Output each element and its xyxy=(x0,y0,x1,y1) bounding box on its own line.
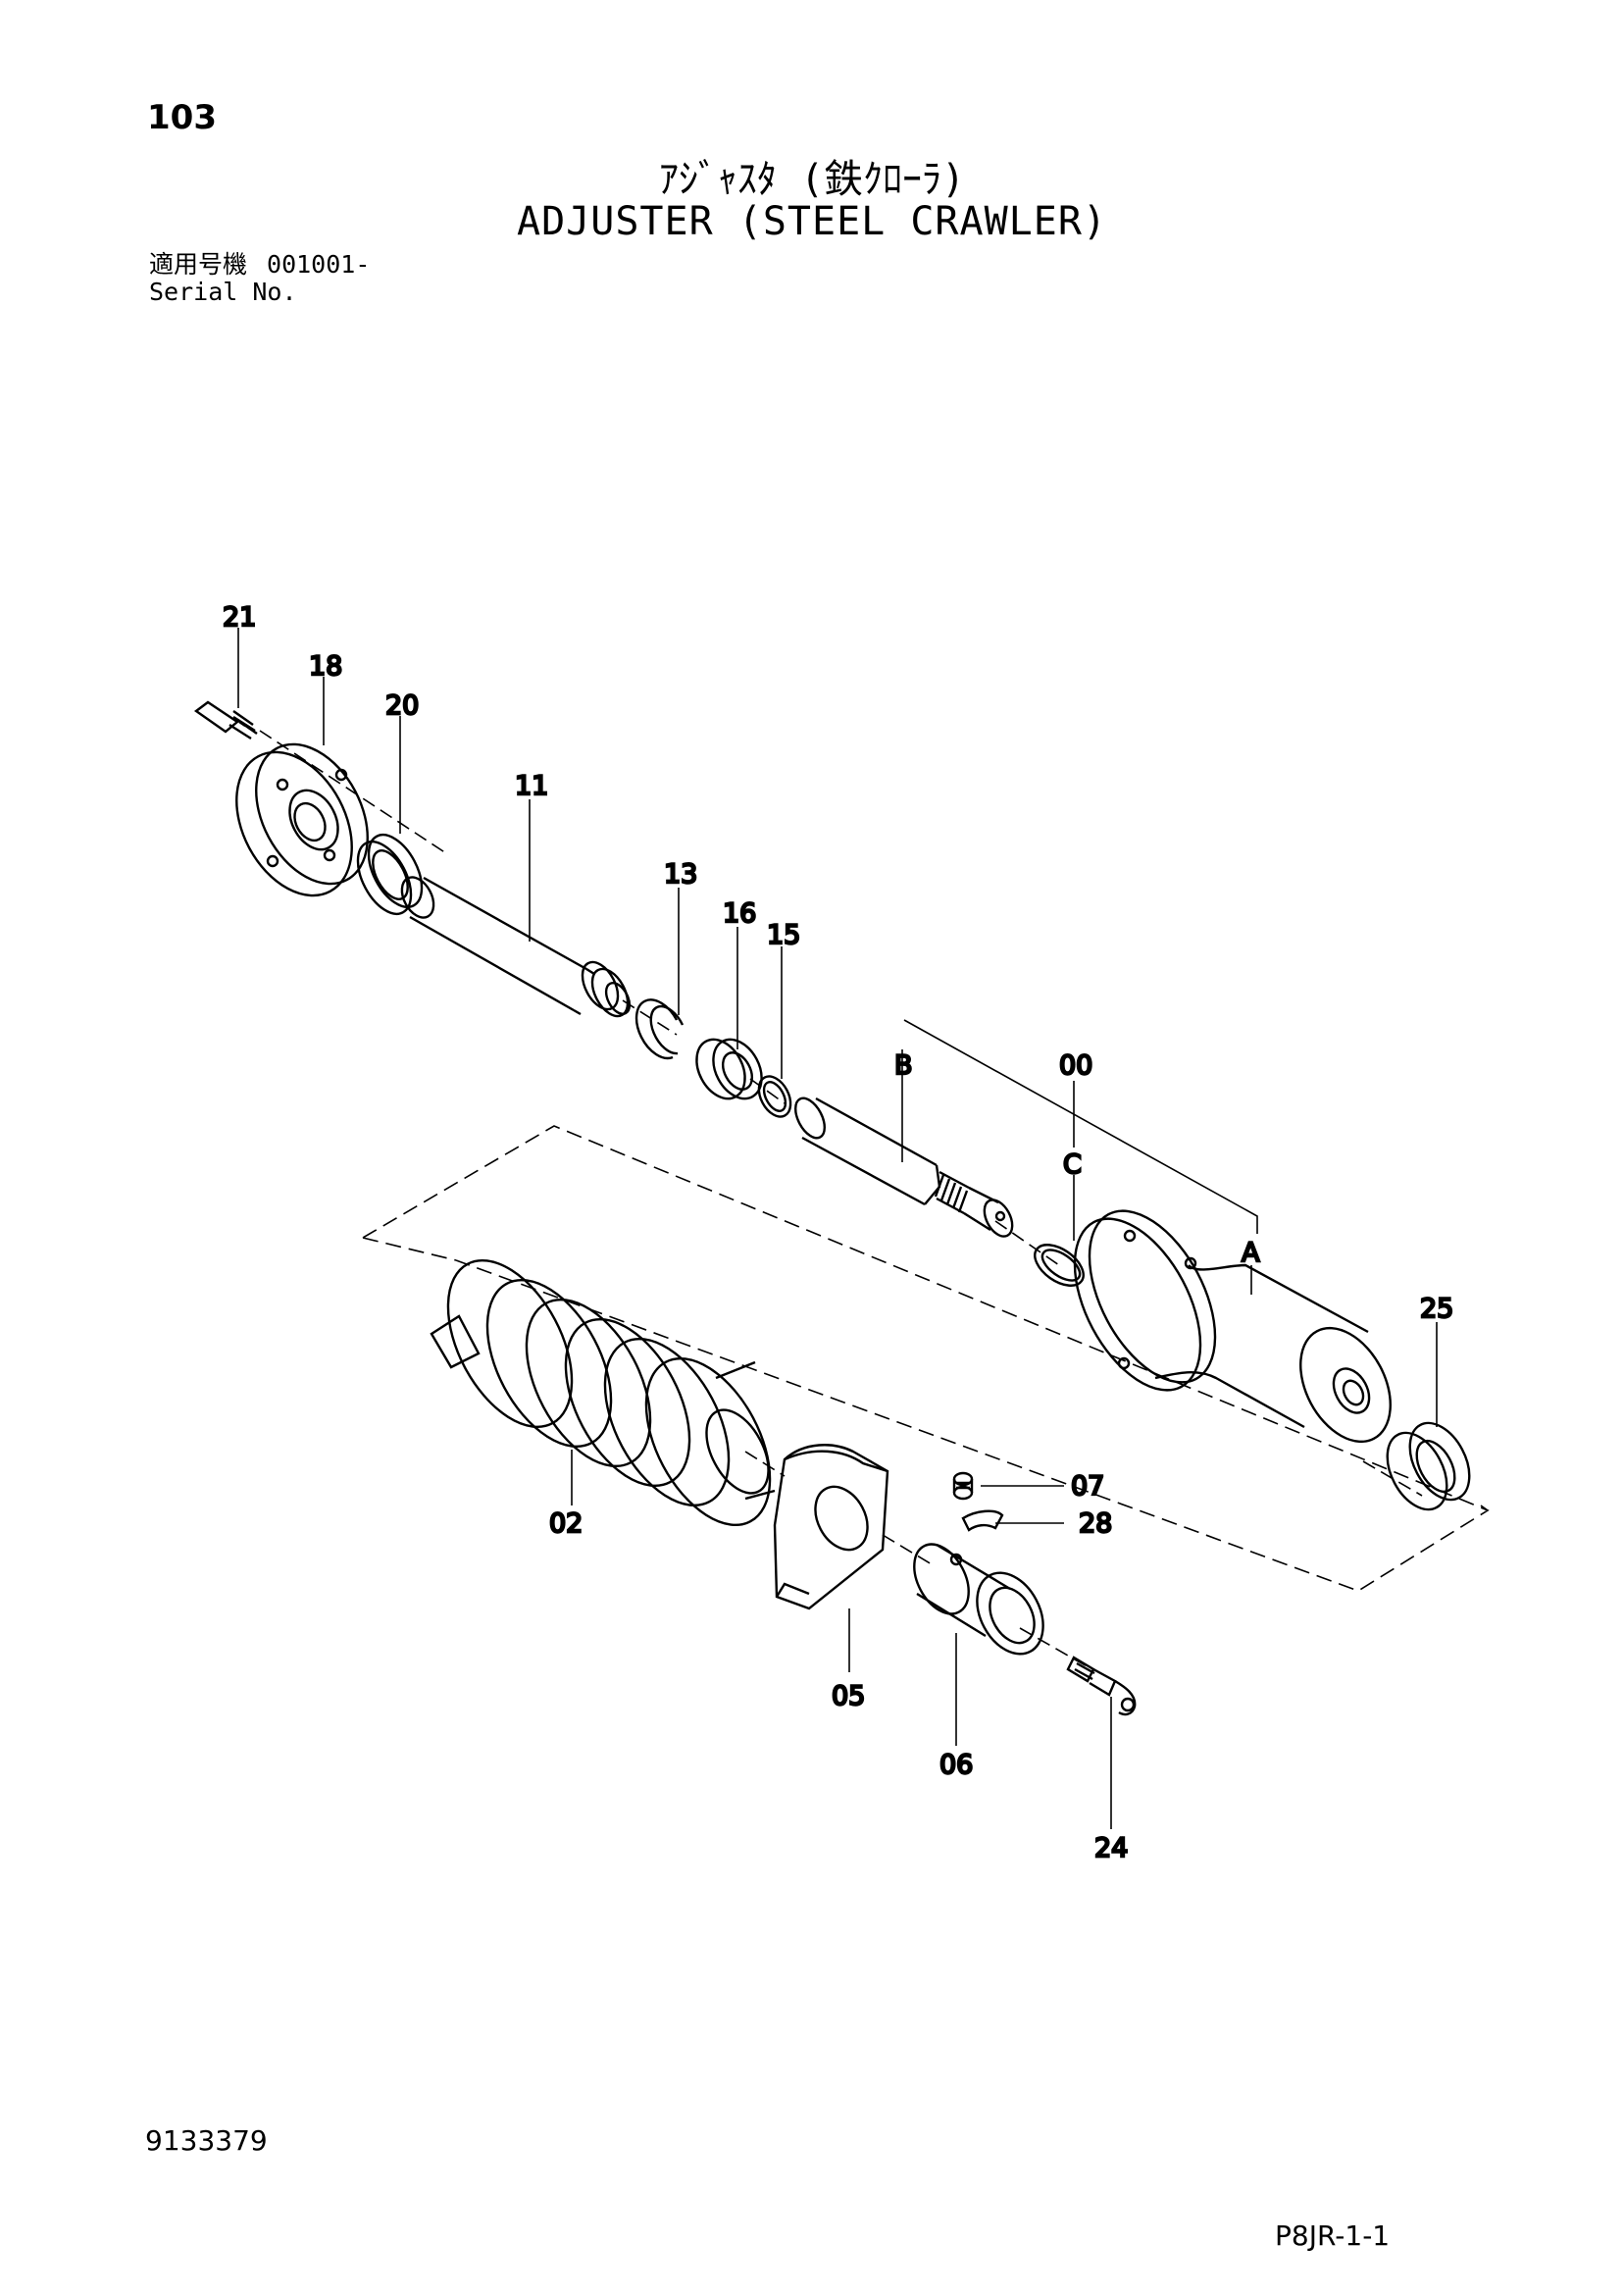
callout-B: B xyxy=(894,1050,913,1081)
page-number: 103 xyxy=(147,98,217,137)
title-japanese: ｱｼﾞｬｽﾀ (鉄ｸﾛｰﾗ) xyxy=(658,157,966,202)
serial-label-jp: 適用号機 xyxy=(149,250,248,279)
part-bracket-05 xyxy=(773,1444,889,1610)
callout-20: 20 xyxy=(385,690,419,721)
leader-lines xyxy=(237,628,1438,1829)
callout-21: 21 xyxy=(223,602,256,633)
part-packing-16 xyxy=(695,1038,763,1100)
part-bolt-21 xyxy=(193,700,258,740)
callout-15: 15 xyxy=(767,920,800,950)
callout-16: 16 xyxy=(723,898,756,929)
part-plug-07 xyxy=(952,1471,974,1501)
axis-lines xyxy=(259,730,1489,1668)
part-cap-28 xyxy=(961,1509,1004,1532)
phantom-frame xyxy=(362,1125,1490,1592)
sheet-code: P8JR-1-1 xyxy=(1275,2219,1391,2252)
part-o-ring-15 xyxy=(757,1075,792,1118)
callout-13: 13 xyxy=(664,859,697,890)
callout-18: 18 xyxy=(309,651,342,682)
callout-05: 05 xyxy=(832,1681,865,1711)
callout-28: 28 xyxy=(1079,1508,1112,1539)
callout-25: 25 xyxy=(1420,1294,1453,1324)
callout-A: A xyxy=(1242,1238,1260,1268)
part-bushing-25 xyxy=(1386,1421,1471,1511)
part-cylinder-A xyxy=(1073,1209,1392,1444)
document-number: 9133379 xyxy=(145,2124,268,2157)
title-english: ADJUSTER (STEEL CRAWLER) xyxy=(517,199,1107,244)
serial-label-en: Serial No. xyxy=(149,278,297,306)
part-o-ring-C xyxy=(1034,1244,1085,1287)
part-piston-B xyxy=(794,1097,1014,1238)
part-spring-02 xyxy=(430,1258,776,1527)
part-grease-fitting-24 xyxy=(1066,1656,1137,1716)
callout-11: 11 xyxy=(515,771,548,801)
part-piston-rod-11 xyxy=(400,876,632,1018)
part-snap-ring-13 xyxy=(634,998,685,1060)
callout-C: C xyxy=(1063,1149,1082,1180)
callout-07: 07 xyxy=(1071,1471,1104,1502)
callout-00: 00 xyxy=(1059,1050,1092,1081)
part-seal-ring-20 xyxy=(356,834,424,915)
serial-block: 適用号機 001001- Serial No. xyxy=(149,251,389,306)
part-sleeve-06 xyxy=(913,1543,1044,1656)
callout-24: 24 xyxy=(1094,1833,1128,1863)
callout-06: 06 xyxy=(939,1750,973,1780)
callout-02: 02 xyxy=(549,1508,583,1539)
part-flange-cap-18 xyxy=(235,742,369,897)
serial-value: 001001- xyxy=(267,250,371,279)
